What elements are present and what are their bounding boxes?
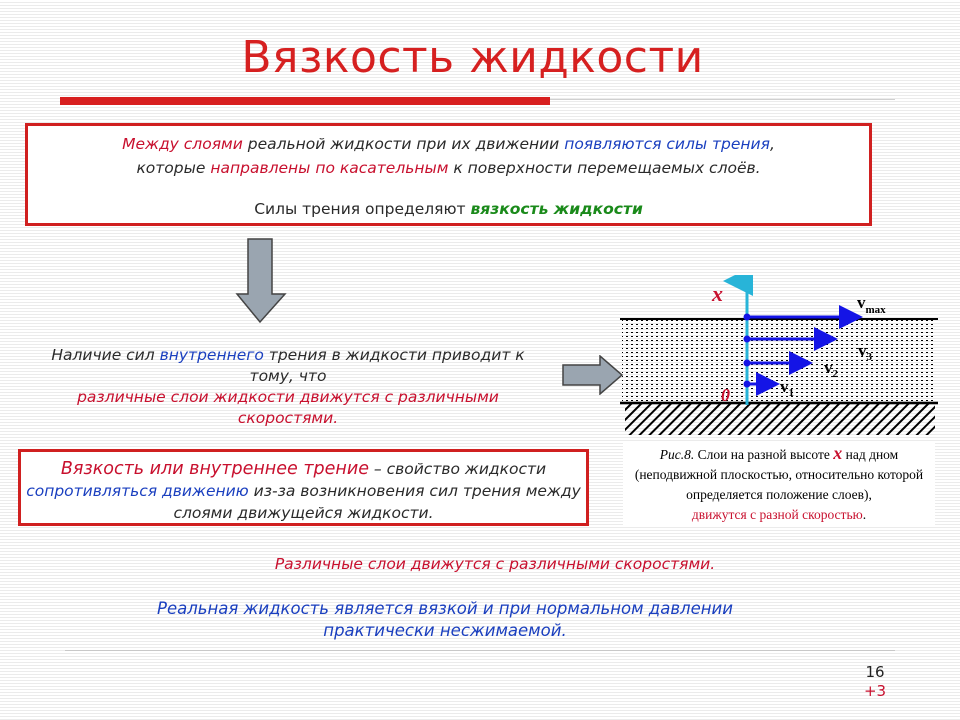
text-viscosity-highlight: вязкость жидкости: [470, 200, 643, 218]
dot-v3: [743, 335, 751, 343]
summary-line-different-speeds: Различные слои движутся с различными ско…: [274, 555, 716, 573]
page-number-value: 16: [865, 663, 885, 681]
page-number: 16 +3: [840, 663, 910, 701]
title-underline-thin: [550, 99, 895, 100]
text-which: которые: [136, 159, 211, 177]
text-due-to-friction: из-за возникновения сил трения между сло…: [173, 482, 581, 522]
figure-caption: Рис.8. Слои на разной высоте x над дном …: [623, 443, 935, 525]
dot-v1: [743, 380, 751, 388]
liquid-layer-region: [622, 319, 936, 401]
text-property: – свойство жидкости: [368, 460, 547, 478]
text-comma: ,: [769, 135, 775, 153]
origin-label: 0: [721, 385, 730, 405]
text-surface: к поверхности перемещаемых слоёв.: [448, 159, 761, 177]
text-viscosity-term: Вязкость или внутреннее трение: [60, 459, 369, 479]
text-resist-motion: сопротивляться движению: [26, 482, 249, 500]
caption-highlight: движутся с разной скоростью: [691, 507, 863, 522]
text-different-speeds: различные слои жидкости движутся с разли…: [77, 388, 499, 427]
vmax-label: vmax: [857, 293, 886, 316]
page-plus-link[interactable]: +3: [863, 682, 887, 700]
text-presence: Наличие сил: [51, 346, 160, 364]
down-arrow-icon: [235, 238, 287, 324]
title-underline-accent: [60, 97, 550, 105]
box1-line-2: которые направлены по касательным к пове…: [28, 156, 869, 180]
caption-text-a: Слои на разной высоте: [694, 447, 834, 462]
text-real-liquid: реальной жидкости при их движении: [242, 135, 565, 153]
text-tangential: направлены по касательным: [210, 159, 449, 177]
bottom-divider: [65, 650, 895, 651]
caption-x: x: [833, 443, 843, 463]
page-title: Вязкость жидкости: [241, 32, 704, 83]
caption-text-b: над дном (неподвижной плоскостью, относи…: [634, 447, 924, 502]
figure-number: Рис.8.: [659, 447, 695, 462]
text-leads-to: трения в жидкости приводит к тому, что: [249, 346, 525, 385]
dot-v2: [743, 359, 751, 367]
right-arrow-icon: [562, 355, 624, 395]
text-friction-forces: появляются силы трения: [564, 135, 770, 153]
text-determine: Силы трения определяют: [254, 200, 471, 218]
viscosity-definition-box: Вязкость или внутреннее трение – свойств…: [18, 449, 589, 526]
summary-line-real-liquid: Реальная жидкость является вязкой и при …: [157, 599, 733, 640]
v2-label: v2: [824, 358, 839, 380]
friction-definition-box: Между слоями реальной жидкости при их дв…: [25, 123, 872, 226]
dot-vmax: [743, 313, 751, 321]
v1-label: v1: [780, 377, 794, 399]
text-internal: внутреннего: [159, 346, 264, 364]
fluid-layers-diagram: x 0 vmax v3 v2 v1: [620, 275, 938, 435]
axis-x-label: x: [711, 281, 723, 306]
hatched-ground: [625, 403, 935, 435]
text-between-layers: Между слоями: [122, 135, 243, 153]
caption-period: .: [862, 507, 867, 522]
box1-line-3: Силы трения определяют вязкость жидкости: [28, 197, 869, 221]
box1-line-1: Между слоями реальной жидкости при их дв…: [28, 132, 869, 156]
v3-label: v3: [858, 341, 873, 363]
internal-friction-consequence: Наличие сил внутреннего трения в жидкост…: [28, 345, 548, 429]
